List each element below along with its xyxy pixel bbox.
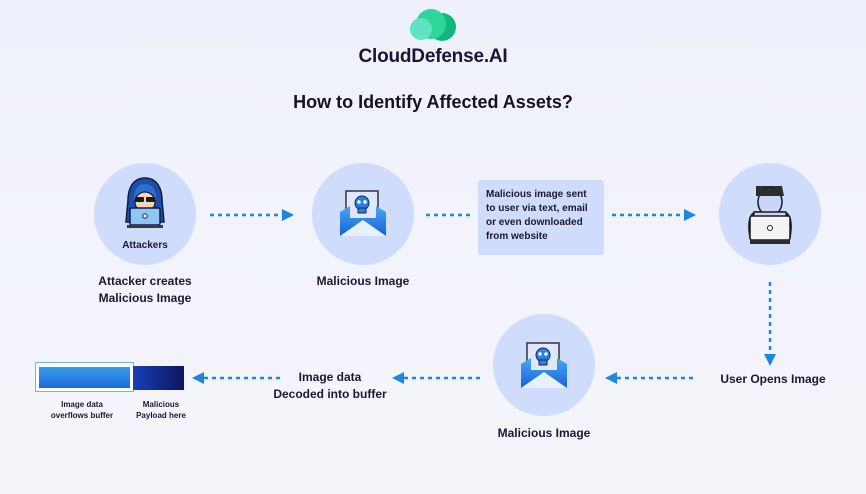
- arrow-left-6: [192, 372, 284, 384]
- step1-label-line2: Malicious Image: [98, 291, 192, 305]
- arrow-left-4: [605, 372, 695, 384]
- payload-label-line1: Malicious: [142, 400, 180, 409]
- brand-name: CloudDefense.AI: [358, 46, 508, 67]
- buffer-label-line2: overflows buffer: [50, 411, 114, 420]
- attackers-badge: Attackers: [122, 240, 168, 251]
- info-line: to user via text, email: [486, 203, 588, 214]
- cloud-logo-icon: [410, 9, 456, 41]
- buffer-fill: [39, 367, 130, 388]
- dashed-connector-2: [426, 213, 472, 217]
- info-line: or even downloaded: [486, 217, 583, 228]
- page-title: How to Identify Affected Assets?: [293, 92, 573, 112]
- payload-block: [133, 366, 184, 390]
- user-laptop-icon: [748, 186, 792, 244]
- buffer-block: [35, 362, 134, 392]
- step1-label-line1: Attacker creates: [98, 274, 192, 288]
- payload-label-line2: Payload here: [136, 411, 186, 420]
- arrow-down: [764, 282, 776, 366]
- arrow-right-3: [612, 209, 696, 221]
- hacker-icon: [125, 177, 165, 228]
- step6-label-line2: Decoded into buffer: [273, 387, 387, 401]
- step5-label: Malicious Image: [497, 426, 591, 440]
- arrow-right-1: [210, 209, 294, 221]
- malicious-envelope-icon: [521, 342, 567, 388]
- info-line: Malicious image sent: [486, 189, 587, 200]
- step6-label-line1: Image data: [298, 370, 362, 384]
- arrow-left-5: [392, 372, 484, 384]
- step4-label: User Opens Image: [720, 372, 826, 386]
- buffer-label-line1: Image data: [61, 400, 103, 409]
- malicious-envelope-icon: [340, 190, 386, 236]
- step2-label: Malicious Image: [316, 274, 410, 288]
- info-line: from website: [486, 231, 548, 242]
- delivery-info-box: Malicious image sent to user via text, e…: [478, 180, 604, 255]
